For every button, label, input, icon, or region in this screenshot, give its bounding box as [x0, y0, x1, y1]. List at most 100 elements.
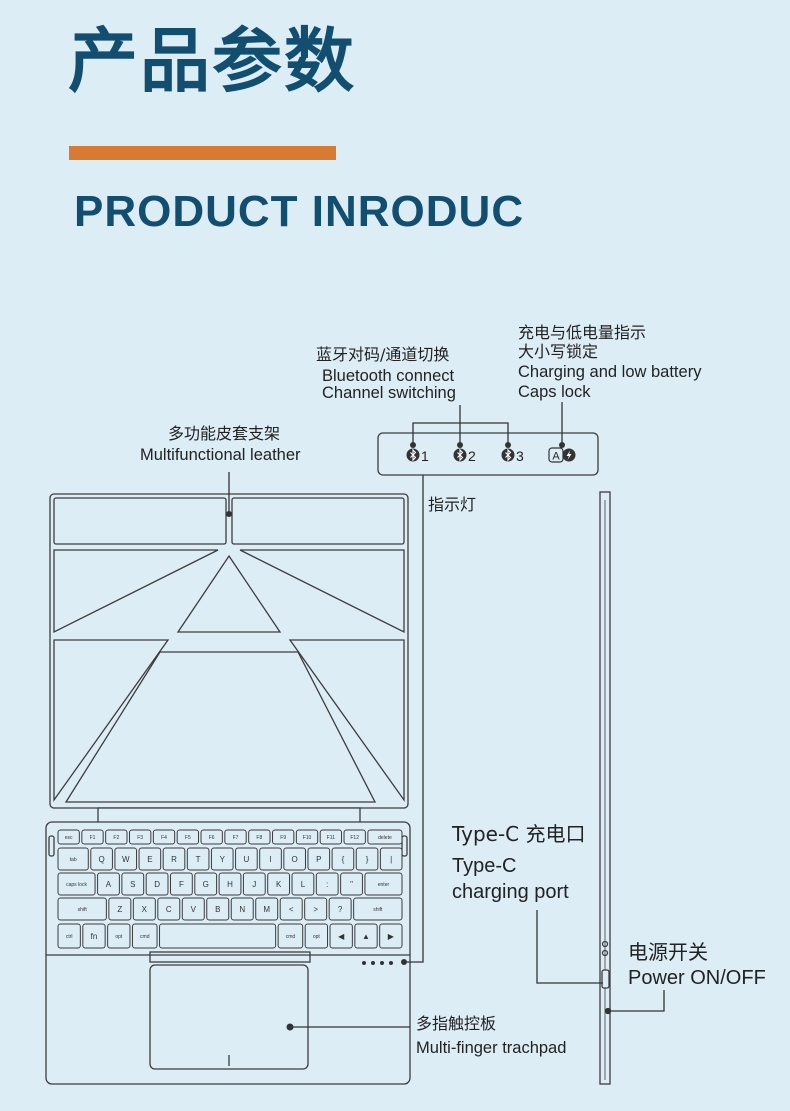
keyboard-key: N	[230, 897, 254, 921]
keyboard-key: opt	[304, 923, 329, 949]
keyboard-key: O	[283, 847, 306, 871]
key-label: F11	[327, 835, 335, 841]
key-label: shift	[373, 907, 383, 913]
keyboard-key: Y	[210, 847, 234, 871]
keyboard-key: F6	[200, 829, 223, 845]
keyboard-key: fn	[82, 923, 106, 949]
keyboard-key: ctrl	[57, 923, 81, 949]
typec-label-en-2: charging port	[452, 881, 569, 903]
key-label: <	[289, 905, 294, 914]
keyboard-key: F7	[224, 829, 247, 845]
key-label: W	[122, 855, 130, 864]
key-label: F6	[209, 835, 215, 841]
keyboard-key: Q	[90, 847, 113, 871]
key-label: ▶	[388, 932, 395, 941]
keyboard-key: delete	[367, 829, 403, 845]
keyboard-key: S	[121, 872, 145, 896]
keyboard-key: F4	[152, 829, 176, 845]
keyboard-key: F	[169, 872, 193, 896]
key-label: cmd	[140, 934, 150, 940]
typec-label-en-1: Type-C	[452, 855, 517, 877]
keyboard-key: esc	[57, 829, 80, 845]
key-label: C	[166, 905, 172, 914]
bluetooth-label-cn: 蓝牙对码/通道切换	[316, 345, 450, 364]
trackpad	[149, 964, 309, 1070]
leather-cover	[49, 493, 409, 825]
indicator-label-cn: 指示灯	[428, 495, 477, 514]
key-label: F2	[113, 835, 119, 841]
key-label: M	[263, 905, 270, 914]
keyboard-key: >	[304, 897, 328, 921]
side-profile	[599, 491, 612, 1085]
key-label: shift	[78, 907, 88, 913]
charging-label-en-2: Caps lock	[518, 383, 591, 401]
trackpad-label-cn: 多指触控板	[416, 1014, 497, 1033]
key-label: F9	[280, 835, 286, 841]
key-label: E	[147, 855, 152, 864]
keyboard-key: opt	[107, 923, 131, 949]
bluetooth-icon: 3	[501, 448, 524, 464]
key-label: I	[269, 855, 271, 864]
keyboard-key: F3	[129, 829, 152, 845]
key-label: >	[313, 905, 318, 914]
keyboard-key: T	[186, 847, 210, 871]
keyboard-key: V	[181, 897, 205, 921]
key-label: S	[130, 880, 135, 889]
power-label-cn: 电源开关	[628, 940, 708, 964]
keyboard-key: W	[114, 847, 138, 871]
keyboard-key: M	[255, 897, 279, 921]
key-label: esc	[65, 835, 73, 841]
key-label: cmd	[286, 934, 296, 940]
keyboard-key: cmd	[131, 923, 158, 949]
key-label: T	[196, 855, 201, 864]
keyboard-key: H	[218, 872, 242, 896]
keyboard-key: caps lock	[57, 872, 96, 896]
typec-label-cn: Type-C 充电口	[452, 822, 586, 846]
key-label: ▲	[362, 932, 370, 941]
page-subtitle: PRODUCT INRODUC	[74, 187, 525, 236]
key-label: D	[154, 880, 160, 889]
bluetooth-label-en-1: Bluetooth connect	[322, 367, 455, 385]
bluetooth-icon: 2	[453, 448, 476, 464]
key-label: "	[350, 880, 353, 889]
keyboard-key: D	[145, 872, 169, 896]
accent-divider	[69, 146, 336, 160]
key-label: F7	[233, 835, 239, 841]
keyboard-key: |	[379, 847, 403, 871]
key-label: F3	[137, 835, 143, 841]
keyboard-key: K	[267, 872, 291, 896]
key-label: K	[276, 880, 282, 889]
battery-charge-icon	[562, 448, 576, 462]
key-label: caps lock	[66, 882, 87, 888]
keyboard-key: F8	[248, 829, 271, 845]
key-label: F1	[90, 835, 96, 841]
key-label: F5	[185, 835, 191, 841]
key-label: ◀	[338, 932, 345, 941]
keyboard-key: F11	[319, 829, 343, 845]
key-label: ctrl	[66, 934, 73, 940]
keyboard-key: :	[315, 872, 339, 896]
page-title: 产品参数	[68, 20, 356, 102]
keyboard-key: F2	[105, 829, 128, 845]
keyboard-key: P	[307, 847, 331, 871]
keyboard-key: U	[235, 847, 258, 871]
key-label: enter	[378, 882, 390, 888]
keyboard-key: A	[97, 872, 120, 896]
key-label: F	[179, 880, 184, 889]
channel-number: 3	[516, 448, 524, 464]
keyboard-key: ▶	[379, 923, 403, 949]
key-label: L	[301, 880, 306, 889]
key-label: P	[316, 855, 321, 864]
keyboard-key: F9	[272, 829, 295, 845]
keyboard-key: }	[355, 847, 379, 871]
caps-letter: A	[552, 451, 560, 463]
keyboard-key: {	[331, 847, 355, 871]
key-label: :	[326, 880, 328, 889]
key-label: J	[252, 880, 256, 889]
charging-label-cn-2: 大小写锁定	[518, 342, 599, 361]
key-label: }	[366, 855, 369, 864]
keyboard-key: shift	[57, 897, 107, 921]
trackpad-label-en: Multi-finger trachpad	[416, 1039, 567, 1057]
bluetooth-label-en-2: Channel switching	[322, 384, 456, 402]
